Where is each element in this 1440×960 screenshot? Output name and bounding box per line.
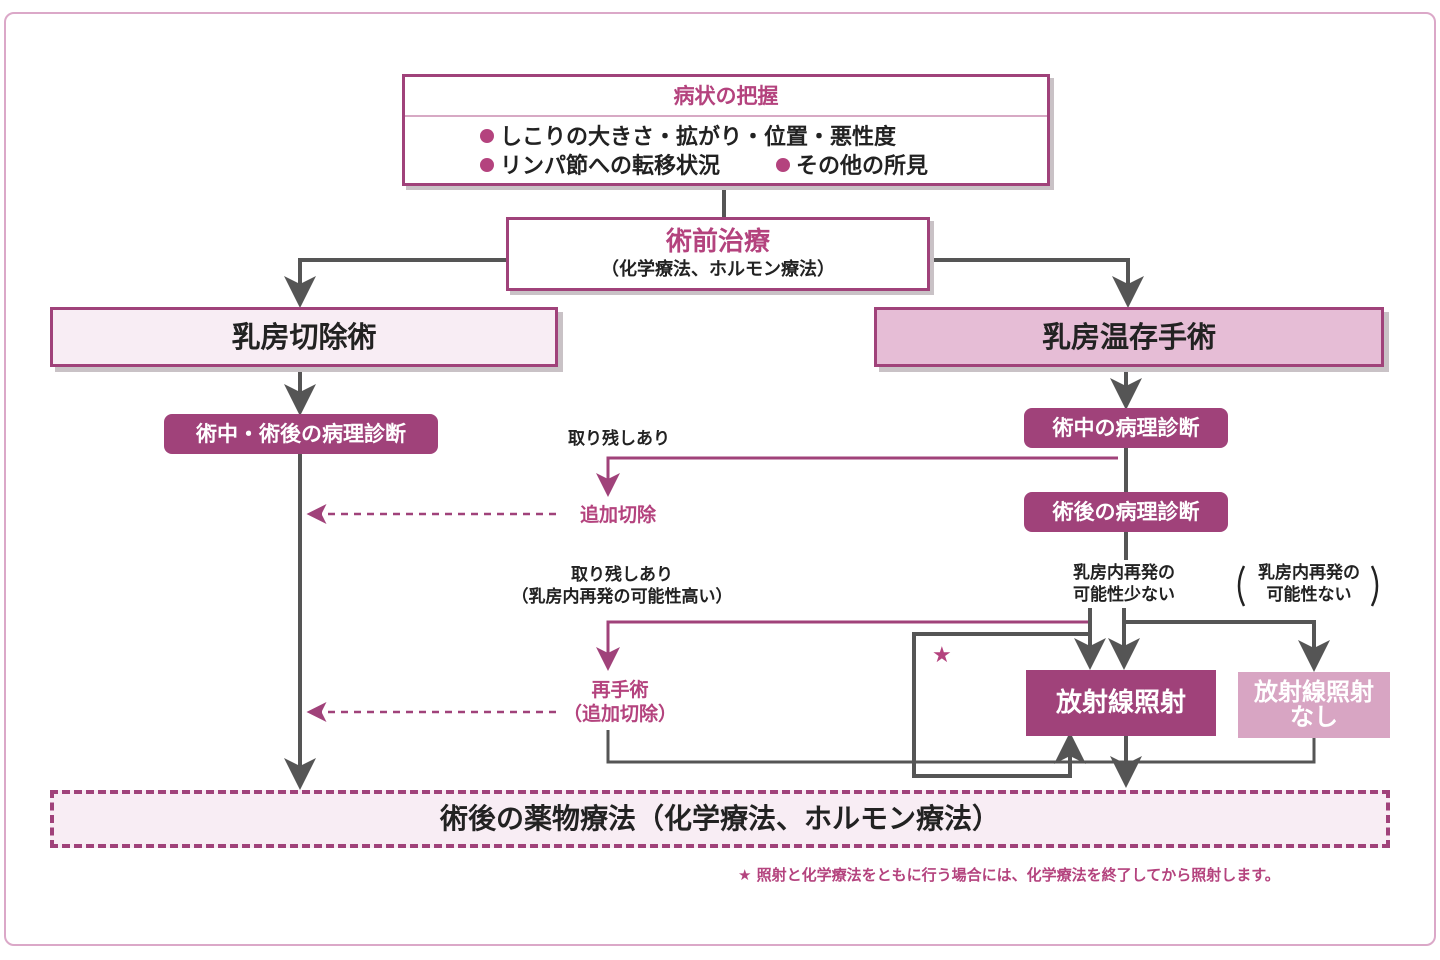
low-recurrence-label: 乳房内再発の 可能性少ない — [1046, 562, 1202, 606]
diagram-frame — [4, 12, 1436, 946]
assessment-item-1-text: しこりの大きさ・拡がり・位置・悪性度 — [500, 125, 897, 150]
preop-treatment-box: 術前治療 （化学療法、ホルモン療法） — [506, 217, 930, 291]
assessment-item-1: しこりの大きさ・拡がり・位置・悪性度 — [480, 123, 1047, 152]
additional-excision-label: 追加切除 — [579, 504, 656, 526]
preop-subtitle: （化学療法、ホルモン療法） — [601, 259, 835, 280]
reoperation-line2: （追加切除） — [562, 703, 677, 725]
radiation-box: 放射線照射 — [1026, 670, 1216, 736]
assessment-title: 病状の把握 — [405, 77, 1047, 117]
residual-label-2-line1: 取り残しあり — [571, 565, 673, 585]
paren-left — [1237, 565, 1246, 607]
assessment-items: しこりの大きさ・拡がり・位置・悪性度 リンパ節への転移状況 その他の所見 — [405, 117, 1047, 181]
no-recurrence-line2: 可能性ない — [1266, 585, 1352, 605]
arrow-residual-additional — [596, 456, 1118, 497]
assessment-item-row2: リンパ節への転移状況 その他の所見 — [480, 152, 1047, 181]
line-reoperation-return — [606, 730, 1124, 764]
low-recurrence-line2: 可能性少ない — [1073, 585, 1175, 605]
postop-pathology-pill: 術後の病理診断 — [1024, 492, 1228, 532]
arrow-to-conserving — [930, 258, 1144, 308]
residual-label-2: 取り残しあり （乳房内再発の可能性高い） — [500, 564, 744, 608]
paren-right — [1370, 565, 1379, 607]
assessment-item-2-text: リンパ節への転移状況 — [500, 154, 721, 179]
assessment-item-3-text: その他の所見 — [796, 154, 929, 179]
no-radiation-line1: 放射線照射 — [1254, 678, 1374, 706]
no-recurrence-line1: 乳房内再発の — [1258, 563, 1360, 583]
arrow-residual-reoperation — [596, 620, 1090, 671]
assessment-box: 病状の把握 しこりの大きさ・拡がり・位置・悪性度 リンパ節への転移状況 その他の所… — [402, 74, 1050, 186]
line-no-radiation-return — [1126, 738, 1316, 764]
reoperation-line1: 再手術 — [591, 679, 649, 701]
bullet-icon — [480, 129, 494, 143]
arrow-to-mastectomy — [284, 258, 506, 308]
low-recurrence-line1: 乳房内再発の — [1073, 563, 1175, 583]
mastectomy-pathology-pill: 術中・術後の病理診断 — [164, 414, 438, 454]
reoperation-label: 再手術 （追加切除） — [552, 678, 688, 726]
arrow-to-no-radiation — [1124, 620, 1330, 672]
bullet-icon — [480, 158, 494, 172]
star-loop — [912, 632, 1090, 778]
no-recurrence-label: 乳房内再発の 可能性ない — [1248, 562, 1370, 606]
no-radiation-box: 放射線照射 なし — [1238, 672, 1390, 738]
residual-label-1: 取り残しあり — [568, 429, 670, 449]
breast-conserving-box: 乳房温存手術 — [874, 307, 1384, 367]
mastectomy-box: 乳房切除術 — [50, 307, 558, 367]
bullet-icon — [776, 158, 791, 172]
preop-title: 術前治療 — [665, 227, 770, 257]
intraop-pathology-pill: 術中の病理診断 — [1024, 408, 1228, 448]
no-radiation-line2: なし — [1290, 703, 1338, 731]
footnote: ★ 照射と化学療法をともに行う場合には、化学療法を終了してから照射します。 — [738, 866, 1280, 884]
residual-label-2-line2: （乳房内再発の可能性高い） — [511, 587, 733, 607]
postop-drug-therapy-box: 術後の薬物療法（化学療法、ホルモン療法） — [50, 790, 1390, 848]
star-icon: ★ — [932, 643, 952, 668]
